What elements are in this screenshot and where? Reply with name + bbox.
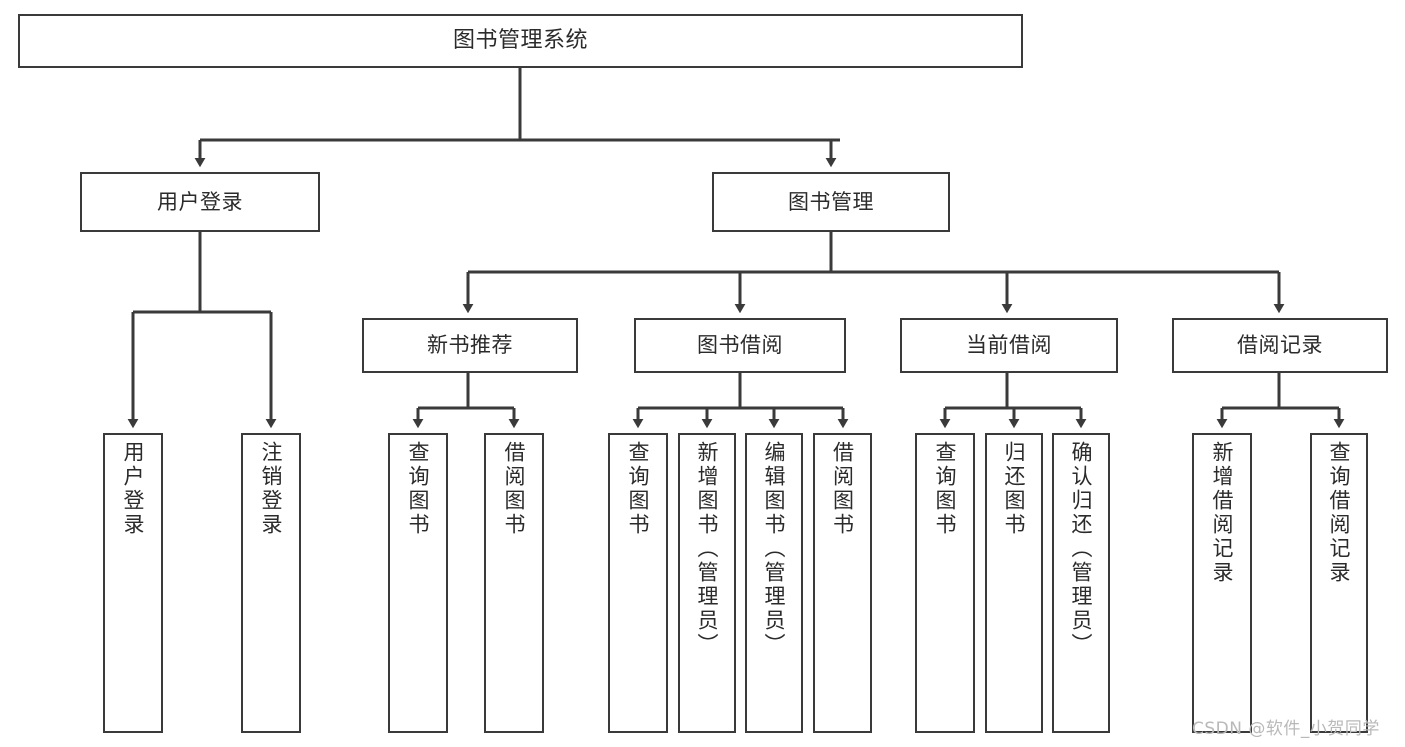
leaf-edit-book-admin[interactable]: 编辑图书（管理员） [745,433,803,733]
leaf-user-login[interactable]: 用户登录 [103,433,163,733]
node-borrow-records[interactable]: 借阅记录 [1172,318,1388,373]
leaf-query-book-borrow[interactable]: 查询图书 [608,433,668,733]
leaf-logout[interactable]: 注销登录 [241,433,301,733]
leaf-add-book-admin[interactable]: 新增图书（管理员） [678,433,736,733]
leaf-borrow-book[interactable]: 借阅图书 [813,433,872,733]
node-current-borrow[interactable]: 当前借阅 [900,318,1118,373]
leaf-query-borrow-record[interactable]: 查询借阅记录 [1310,433,1368,733]
node-label: 编辑图书（管理员） [762,441,787,657]
node-label: 借阅图书 [502,441,527,537]
node-label: 图书借阅 [697,333,783,358]
leaf-query-book-current[interactable]: 查询图书 [915,433,975,733]
node-label: 新增借阅记录 [1210,441,1235,585]
node-new-book-recommend[interactable]: 新书推荐 [362,318,578,373]
node-label: 查询图书 [406,441,431,537]
node-label: 图书管理系统 [452,28,588,54]
node-root-system[interactable]: 图书管理系统 [18,14,1023,68]
node-label: 图书管理 [788,189,874,214]
node-user-login[interactable]: 用户登录 [80,172,320,232]
node-label: 当前借阅 [966,333,1052,358]
leaf-borrow-book-newbook[interactable]: 借阅图书 [484,433,544,733]
leaf-query-book-newbook[interactable]: 查询图书 [388,433,448,733]
node-label: 查询图书 [626,441,651,537]
node-label: 归还图书 [1002,441,1027,537]
csdn-watermark: CSDN @软件_小贺同学 [1192,719,1380,739]
node-book-borrow[interactable]: 图书借阅 [634,318,846,373]
node-label: 查询借阅记录 [1327,441,1352,585]
node-label: 确认归还（管理员） [1069,441,1094,657]
leaf-return-book[interactable]: 归还图书 [985,433,1043,733]
leaf-confirm-return-admin[interactable]: 确认归还（管理员） [1052,433,1110,733]
leaf-add-borrow-record[interactable]: 新增借阅记录 [1192,433,1252,733]
node-label: 新书推荐 [427,333,513,358]
node-label: 查询图书 [933,441,958,537]
node-label: 借阅记录 [1237,333,1323,358]
node-label: 注销登录 [259,441,284,537]
node-label: 用户登录 [121,441,146,537]
node-label: 借阅图书 [830,441,855,537]
node-book-management[interactable]: 图书管理 [712,172,950,232]
node-label: 新增图书（管理员） [695,441,720,657]
node-label: 用户登录 [157,189,243,214]
